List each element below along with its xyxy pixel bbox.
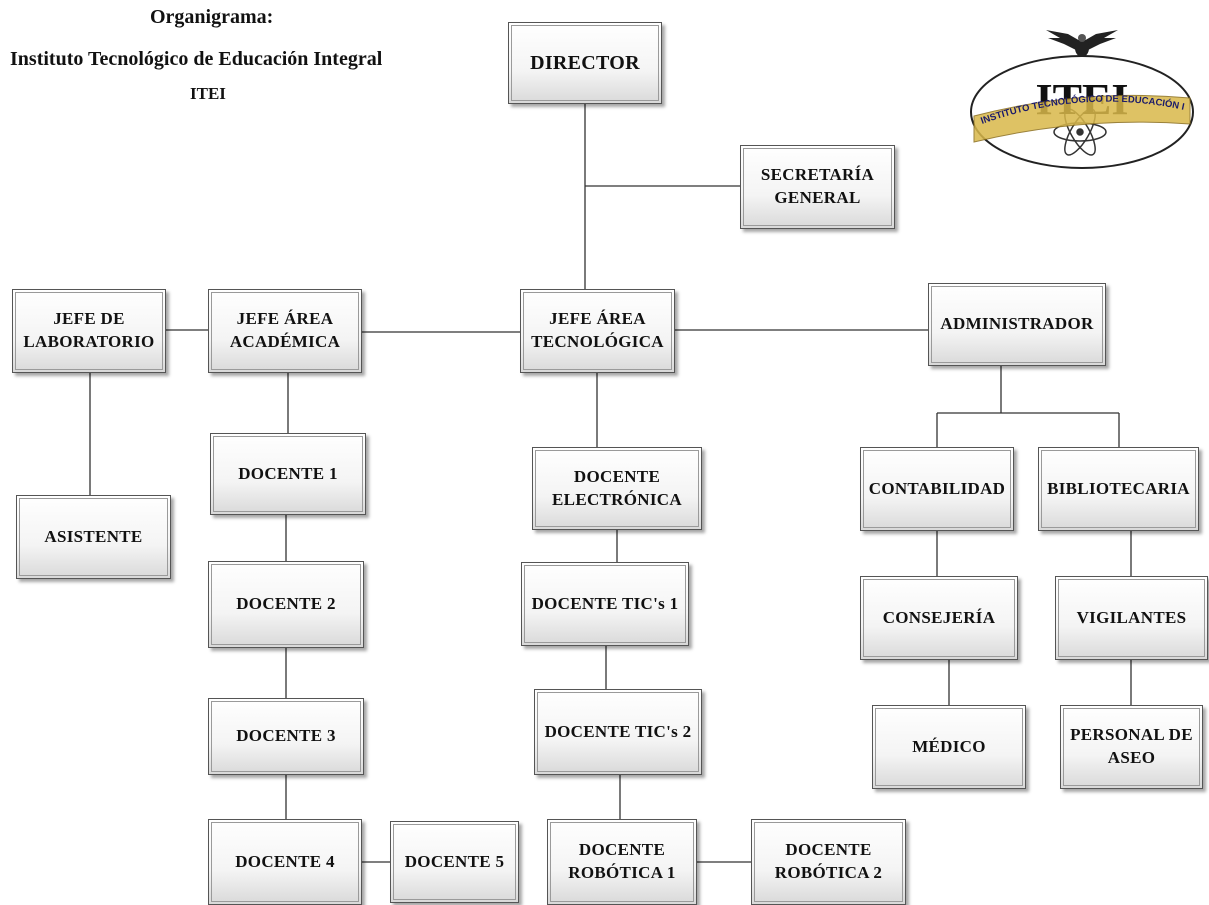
node-docente-4-label: DOCENTE 4 [235, 851, 335, 871]
node-jefe-area-tecnologica: JEFE ÁREA TECNOLÓGICA [520, 289, 675, 373]
eagle-icon [1046, 30, 1118, 57]
node-docente-electronica: DOCENTE ELECTRÓNICA [532, 447, 702, 530]
node-personal-de-aseo-label: PERSONAL DE ASEO [1070, 725, 1193, 767]
node-asistente: ASISTENTE [16, 495, 171, 579]
node-jefe-laboratorio: JEFE DE LABORATORIO [12, 289, 166, 373]
node-docente-electronica-label: DOCENTE ELECTRÓNICA [552, 466, 682, 509]
node-secretaria-general-label: SECRETARÍA GENERAL [760, 165, 875, 207]
node-jefe-area-tecnologica-label: JEFE ÁREA TECNOLÓGICA [531, 309, 664, 351]
node-docente-1-label: DOCENTE 1 [238, 463, 338, 483]
node-vigilantes: VIGILANTES [1055, 576, 1208, 660]
chart-title: Organigrama: [150, 6, 274, 28]
node-consejeria-label: CONSEJERÍA [882, 607, 996, 627]
itei-logo: ITEI INSTITUTO TECNOLÓGICO DE EDUCACIÓN … [968, 28, 1194, 169]
node-docente-robotica-2-label: DOCENTE ROBÓTICA 2 [774, 840, 883, 882]
node-jefe-area-academica-label: JEFE ÁREA ACADÉMICA [229, 309, 341, 351]
node-docente-robotica-2: DOCENTE ROBÓTICA 2 [751, 819, 906, 905]
node-medico: MÉDICO [872, 705, 1026, 789]
node-docente-2-label: DOCENTE 2 [236, 594, 336, 614]
institution-acronym: ITEI [190, 84, 226, 103]
node-director: DIRECTOR [508, 22, 662, 104]
node-administrador-label: ADMINISTRADOR [940, 314, 1094, 334]
node-docente-3-label: DOCENTE 3 [236, 726, 336, 746]
node-medico-label: MÉDICO [912, 736, 986, 756]
node-docente-robotica-1-label: DOCENTE ROBÓTICA 1 [568, 840, 676, 882]
node-director-label: DIRECTOR [530, 51, 640, 74]
node-consejeria: CONSEJERÍA [860, 576, 1018, 660]
node-docente-robotica-1: DOCENTE ROBÓTICA 1 [547, 819, 697, 905]
node-docente-tics-2-label: DOCENTE TIC's 2 [544, 721, 692, 741]
node-docente-5: DOCENTE 5 [390, 821, 519, 903]
node-docente-3: DOCENTE 3 [208, 698, 364, 775]
node-contabilidad: CONTABILIDAD [860, 447, 1014, 531]
institution-name: Instituto Tecnológico de Educación Integ… [10, 48, 383, 70]
node-bibliotecaria: BIBLIOTECARIA [1038, 447, 1199, 531]
node-administrador: ADMINISTRADOR [928, 283, 1106, 366]
node-contabilidad-label: CONTABILIDAD [868, 478, 1006, 498]
node-docente-tics-1: DOCENTE TIC's 1 [521, 562, 689, 646]
node-personal-de-aseo: PERSONAL DE ASEO [1060, 705, 1203, 789]
node-docente-2: DOCENTE 2 [208, 561, 364, 648]
node-bibliotecaria-label: BIBLIOTECARIA [1047, 478, 1190, 498]
node-jefe-area-academica: JEFE ÁREA ACADÉMICA [208, 289, 362, 373]
node-vigilantes-label: VIGILANTES [1076, 607, 1187, 627]
node-docente-tics-2: DOCENTE TIC's 2 [534, 689, 702, 775]
node-docente-5-label: DOCENTE 5 [404, 851, 505, 871]
node-jefe-laboratorio-label: JEFE DE LABORATORIO [23, 309, 155, 351]
node-docente-1: DOCENTE 1 [210, 433, 366, 515]
node-docente-4: DOCENTE 4 [208, 819, 362, 905]
node-secretaria-general: SECRETARÍA GENERAL [740, 145, 895, 229]
node-asistente-label: ASISTENTE [44, 526, 143, 546]
node-docente-tics-1-label: DOCENTE TIC's 1 [531, 593, 679, 613]
